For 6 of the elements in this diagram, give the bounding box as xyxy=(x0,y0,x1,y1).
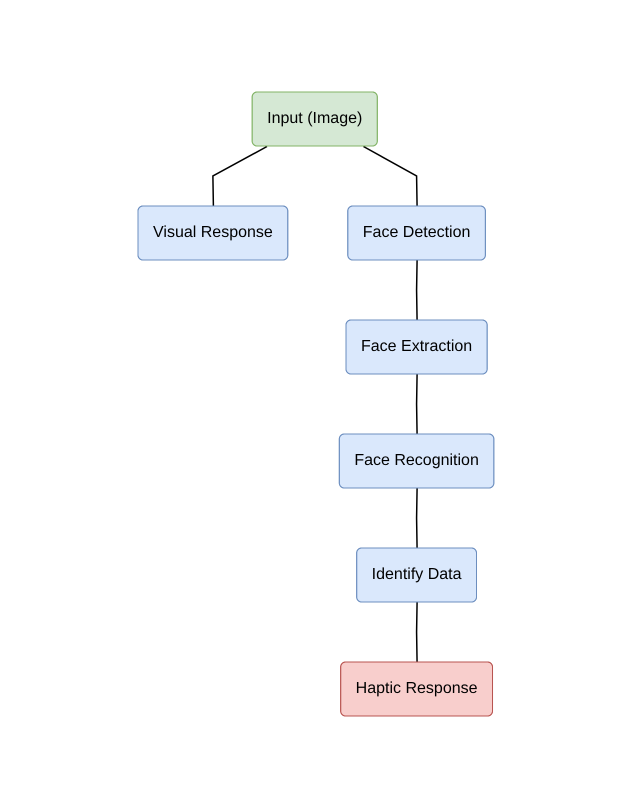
connector xyxy=(415,374,418,434)
connector xyxy=(362,145,418,206)
connector xyxy=(415,602,418,662)
connector xyxy=(415,260,418,320)
connector xyxy=(415,488,418,548)
connector xyxy=(212,145,267,206)
